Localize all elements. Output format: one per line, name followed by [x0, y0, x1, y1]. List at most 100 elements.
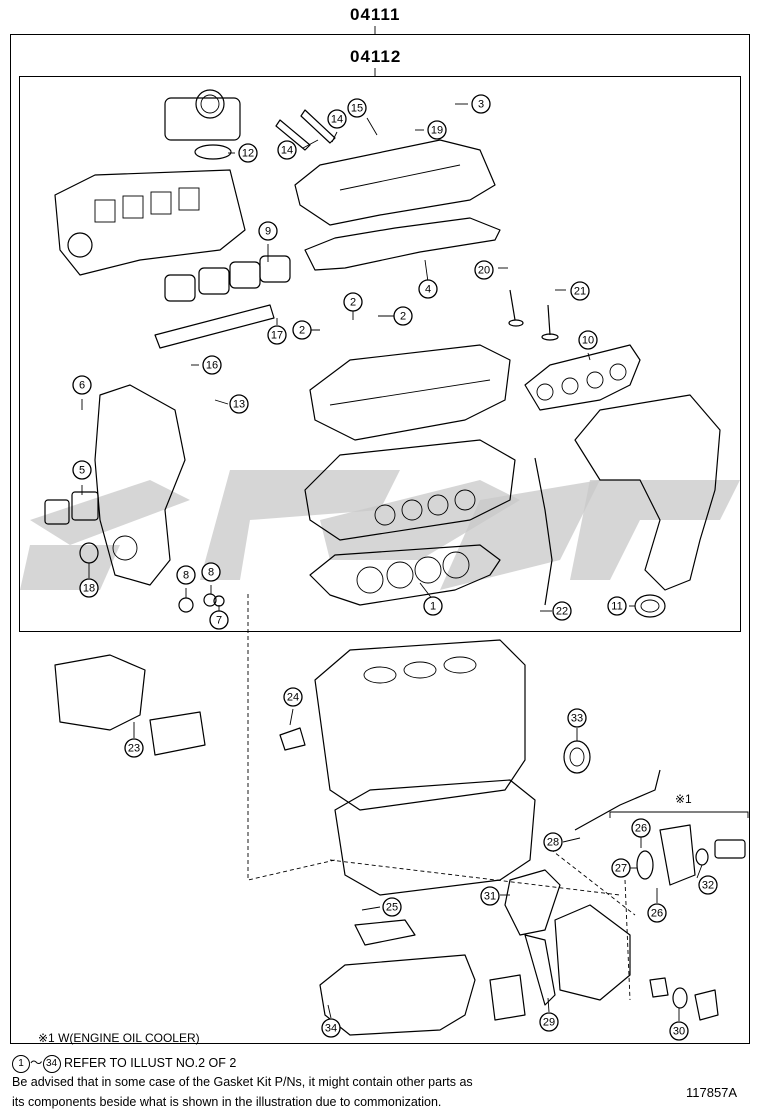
- valve-cover-gasket: [304, 217, 501, 271]
- callout-number: 4: [425, 284, 431, 296]
- callout-circle: [567, 708, 587, 728]
- rear-oil-seal: [563, 740, 591, 774]
- callout-circle: [238, 143, 258, 163]
- callout-11: 11: [607, 596, 627, 616]
- callout-circle: [229, 394, 249, 414]
- valves: [508, 289, 559, 341]
- callout-23: 23: [124, 738, 144, 758]
- callout-circle: [393, 306, 413, 326]
- callout-number: 16: [206, 360, 218, 372]
- refer-to-number: 34: [42, 1054, 61, 1073]
- refer-from-number: 1: [12, 1054, 30, 1073]
- callout-8: 8: [176, 565, 196, 585]
- callout-number: 31: [484, 891, 496, 903]
- callout-circle: [631, 818, 651, 838]
- callout-10: 10: [578, 330, 598, 350]
- callout-circle: [267, 325, 287, 345]
- advisory-line-1: Be advised that in some case of the Gask…: [12, 1075, 473, 1089]
- callout-number: 23: [128, 743, 140, 755]
- callout-3: 3: [471, 94, 491, 114]
- callout-14: 14: [277, 140, 297, 160]
- callout-20: 20: [474, 260, 494, 280]
- callout-number: 34: [325, 1023, 337, 1035]
- callout-30: 30: [669, 1021, 689, 1041]
- throttle-gasket: [194, 144, 232, 160]
- callout-number: 19: [431, 125, 443, 137]
- illustration-id: 117857A: [686, 1085, 738, 1100]
- callout-circle: [427, 120, 447, 140]
- callout-number: 11: [611, 601, 622, 613]
- callout-number: 32: [702, 880, 714, 892]
- callout-number: 17: [271, 330, 283, 342]
- callout-29: 29: [539, 1012, 559, 1032]
- callout-circle: [418, 279, 438, 299]
- oil-cooler-footnote: ※1 W(ENGINE OIL COOLER): [38, 1031, 200, 1045]
- callout-circle: [570, 281, 590, 301]
- callout-number: 15: [351, 103, 363, 115]
- callout-number: 18: [83, 583, 95, 595]
- callout-circle: [209, 610, 229, 630]
- callout-1: 1: [423, 596, 443, 616]
- callout-circle: [72, 460, 92, 480]
- oil-strainer: [354, 919, 416, 946]
- throttle-body: [164, 89, 241, 141]
- callout-26: 26: [647, 903, 667, 923]
- callout-12: 12: [238, 143, 258, 163]
- oil-pan: [319, 954, 476, 1036]
- callout-circle: [607, 596, 627, 616]
- callout-circle: [343, 292, 363, 312]
- callout-31: 31: [480, 886, 500, 906]
- valve-cover: [294, 139, 496, 226]
- dipstick-tube: [534, 457, 553, 606]
- advisory-line-2: its components beside what is shown in t…: [12, 1095, 442, 1109]
- water-inlet-housing: [489, 974, 526, 1021]
- callout-2: 2: [343, 292, 363, 312]
- water-inlet-gasket: [279, 727, 306, 751]
- callout-17: 17: [267, 325, 287, 345]
- callout-circle: [321, 1018, 341, 1038]
- exhaust-manifold: [574, 394, 721, 591]
- callout-circle: [202, 355, 222, 375]
- callout-9: 9: [258, 221, 278, 241]
- callout-18: 18: [79, 578, 99, 598]
- oil-cooler-oring: [636, 850, 654, 880]
- callout-circle: [382, 897, 402, 917]
- callout-number: 5: [79, 465, 85, 477]
- callout-number: 21: [574, 286, 586, 298]
- callout-number: 26: [651, 908, 663, 920]
- callout-circle: [647, 903, 667, 923]
- callout-number: 30: [673, 1026, 685, 1038]
- callout-2: 2: [393, 306, 413, 326]
- callout-number: 1: [430, 601, 436, 613]
- outer-kit-frame: [10, 34, 750, 1044]
- callout-circle: [543, 832, 563, 852]
- oil-pipe: [574, 769, 661, 831]
- callout-2: 2: [292, 320, 312, 340]
- callout-number: 13: [233, 399, 245, 411]
- head-gasket: [309, 544, 501, 606]
- callout-number: 22: [556, 606, 568, 618]
- callout-number: 33: [571, 713, 583, 725]
- cylinder-block: [314, 639, 526, 811]
- callout-8: 8: [201, 562, 221, 582]
- callout-circle: [539, 1012, 559, 1032]
- callout-14: 14: [327, 109, 347, 129]
- oil-seal-front: [634, 594, 666, 618]
- callout-number: 27: [615, 863, 627, 875]
- inner-kit-frame: [19, 76, 741, 632]
- callout-number: 25: [386, 902, 398, 914]
- oil-cooler: [659, 824, 746, 886]
- callout-circle: [552, 601, 572, 621]
- callout-16: 16: [202, 355, 222, 375]
- callout-circle: [698, 875, 718, 895]
- intake-gasket: [164, 255, 291, 302]
- callout-number: 20: [478, 265, 490, 277]
- callout-circle: [474, 260, 494, 280]
- callout-circle: [277, 140, 297, 160]
- callout-number: 14: [331, 114, 343, 126]
- callout-28: 28: [543, 832, 563, 852]
- callout-number: 6: [79, 380, 85, 392]
- callout-number: 3: [478, 99, 484, 111]
- callout-circle: [79, 578, 99, 598]
- callout-19: 19: [427, 120, 447, 140]
